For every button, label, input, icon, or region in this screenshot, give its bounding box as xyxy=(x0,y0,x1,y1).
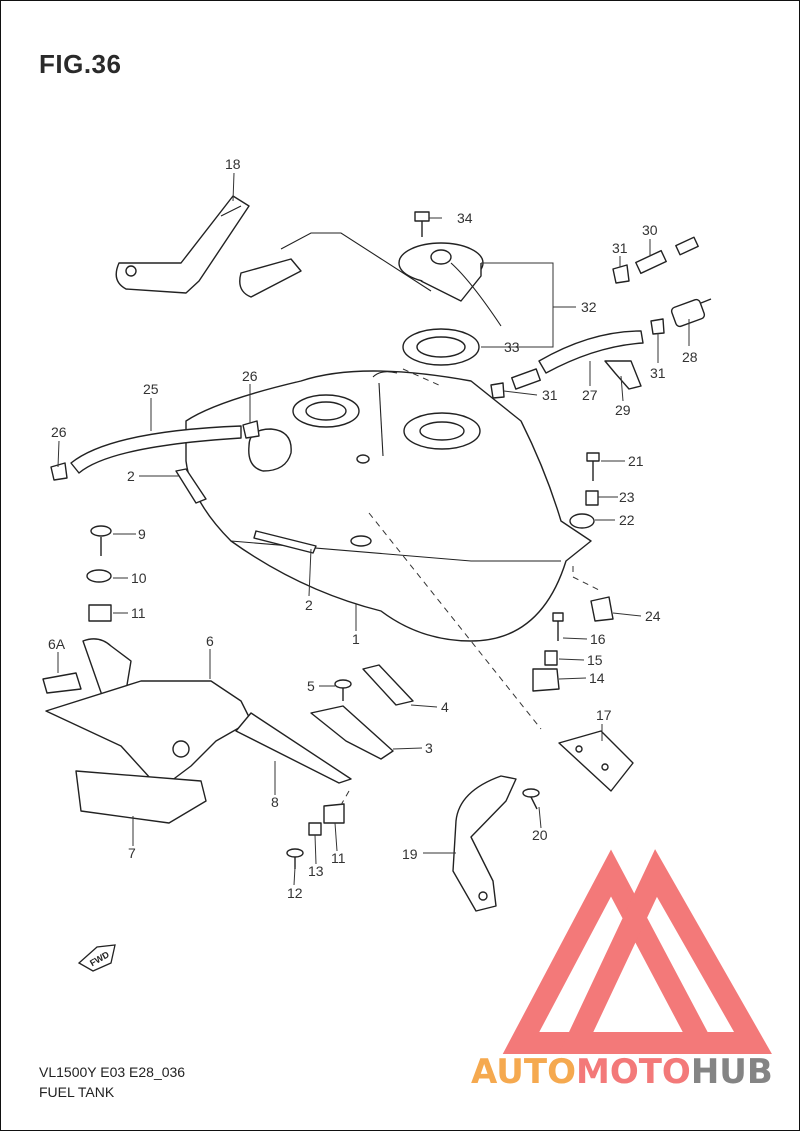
dashed-alignment-lines xyxy=(340,368,602,806)
callout-23: 23 xyxy=(619,489,635,505)
figure-title: FIG.36 xyxy=(39,49,122,79)
callout-9: 9 xyxy=(138,526,146,542)
part-14-cushion xyxy=(532,668,560,692)
part-27-hose xyxy=(511,330,644,390)
part-23-spacer xyxy=(585,490,599,506)
leader-lines xyxy=(57,172,690,886)
callout-12: 12 xyxy=(287,885,303,901)
fwd-arrow-icon: FWD xyxy=(77,944,116,972)
callout-33: 33 xyxy=(504,339,520,355)
part-2-cushion-a xyxy=(175,468,207,504)
watermark-word-hub: HUB xyxy=(691,1052,773,1092)
callout-16: 16 xyxy=(590,631,606,647)
callout-32: 32 xyxy=(581,299,597,315)
callout-29: 29 xyxy=(615,402,631,418)
callout-5: 5 xyxy=(307,678,315,694)
callout-7: 7 xyxy=(128,845,136,861)
callout-26-a: 26 xyxy=(51,424,67,440)
part-11-cushion-a xyxy=(88,604,112,622)
callout-6: 6 xyxy=(206,633,214,649)
callout-14: 14 xyxy=(589,670,605,686)
callout-30: 30 xyxy=(642,222,658,238)
svg-text:AUTOMOTOHUB: AUTOMOTOHUB xyxy=(471,1052,773,1092)
part-6a-pad xyxy=(42,672,82,694)
part-25-hose xyxy=(70,425,242,474)
watermark-logo: AUTOMOTOHUB xyxy=(471,849,773,1092)
callout-31-c: 31 xyxy=(542,387,558,403)
part-20-bolt xyxy=(522,788,540,810)
callout-2-a: 2 xyxy=(127,468,135,484)
part-15-collar xyxy=(544,650,558,666)
watermark-word-auto: AUTO xyxy=(471,1052,576,1092)
section-name: FUEL TANK xyxy=(39,1084,115,1100)
part-1-fuel-tank xyxy=(185,370,592,642)
callout-4: 4 xyxy=(441,699,449,715)
callout-13: 13 xyxy=(308,863,324,879)
watermark-triangle-right xyxy=(558,849,772,1054)
part-29-clamp xyxy=(604,360,642,390)
callout-20: 20 xyxy=(532,827,548,843)
part-8-shield xyxy=(235,712,352,784)
callout-31-b: 31 xyxy=(650,365,666,381)
callout-19: 19 xyxy=(402,846,418,862)
callout-labels: 18 34 30 31 32 33 28 31 31 27 29 25 26 2… xyxy=(48,156,698,901)
callout-26-b: 26 xyxy=(242,368,258,384)
part-4-bracket xyxy=(362,664,414,706)
callout-11-b: 11 xyxy=(331,850,346,866)
part-3-bracket xyxy=(310,705,394,760)
part-18-bracket xyxy=(115,195,250,294)
callout-25: 25 xyxy=(143,381,159,397)
callout-1: 1 xyxy=(352,631,360,647)
part-16-bolt xyxy=(552,612,564,641)
callout-28: 28 xyxy=(682,349,698,365)
part-5-bolt xyxy=(334,679,352,701)
part-12-bolt xyxy=(286,848,304,869)
part-26-clamp-b xyxy=(242,420,260,439)
part-34-screw xyxy=(414,211,430,237)
callout-8: 8 xyxy=(271,794,279,810)
part-26-clamp-a xyxy=(50,462,68,481)
part-32-fuel-pump xyxy=(239,232,502,327)
callout-6a: 6A xyxy=(48,636,66,652)
callout-22: 22 xyxy=(619,512,635,528)
part-17-bracket xyxy=(558,730,634,792)
model-code: VL1500Y E03 E28_036 xyxy=(39,1064,186,1080)
callout-34: 34 xyxy=(457,210,473,226)
part-22-cushion xyxy=(569,513,595,529)
part-10-washer xyxy=(86,569,112,583)
part-11-cushion-b xyxy=(323,803,345,824)
callout-15: 15 xyxy=(587,652,603,668)
part-30-hose xyxy=(635,236,699,275)
callout-31-a: 31 xyxy=(612,240,628,256)
callout-18: 18 xyxy=(225,156,241,172)
part-7-pad xyxy=(75,770,207,824)
part-6-cover xyxy=(45,638,252,782)
part-28-fuel-filter xyxy=(670,298,712,328)
part-31-clip-c xyxy=(490,382,505,399)
part-31-clip-a xyxy=(612,264,630,284)
part-13-collar xyxy=(308,822,322,836)
part-21-bolt xyxy=(586,452,600,481)
callout-27: 27 xyxy=(582,387,598,403)
callout-11-a: 11 xyxy=(131,605,146,621)
part-31-clip-b xyxy=(650,318,665,335)
callout-3: 3 xyxy=(425,740,433,756)
callout-17: 17 xyxy=(596,707,612,723)
part-2-cushion-b xyxy=(253,530,317,554)
watermark-word-moto: MOTO xyxy=(576,1052,691,1092)
part-19-bracket xyxy=(452,775,517,912)
part-33-gasket xyxy=(402,328,480,366)
callout-2-b: 2 xyxy=(305,597,313,613)
part-9-bolt xyxy=(90,525,112,556)
callout-10: 10 xyxy=(131,570,147,586)
part-24-mount xyxy=(590,596,614,622)
callout-24: 24 xyxy=(645,608,661,624)
callout-21: 21 xyxy=(628,453,644,469)
